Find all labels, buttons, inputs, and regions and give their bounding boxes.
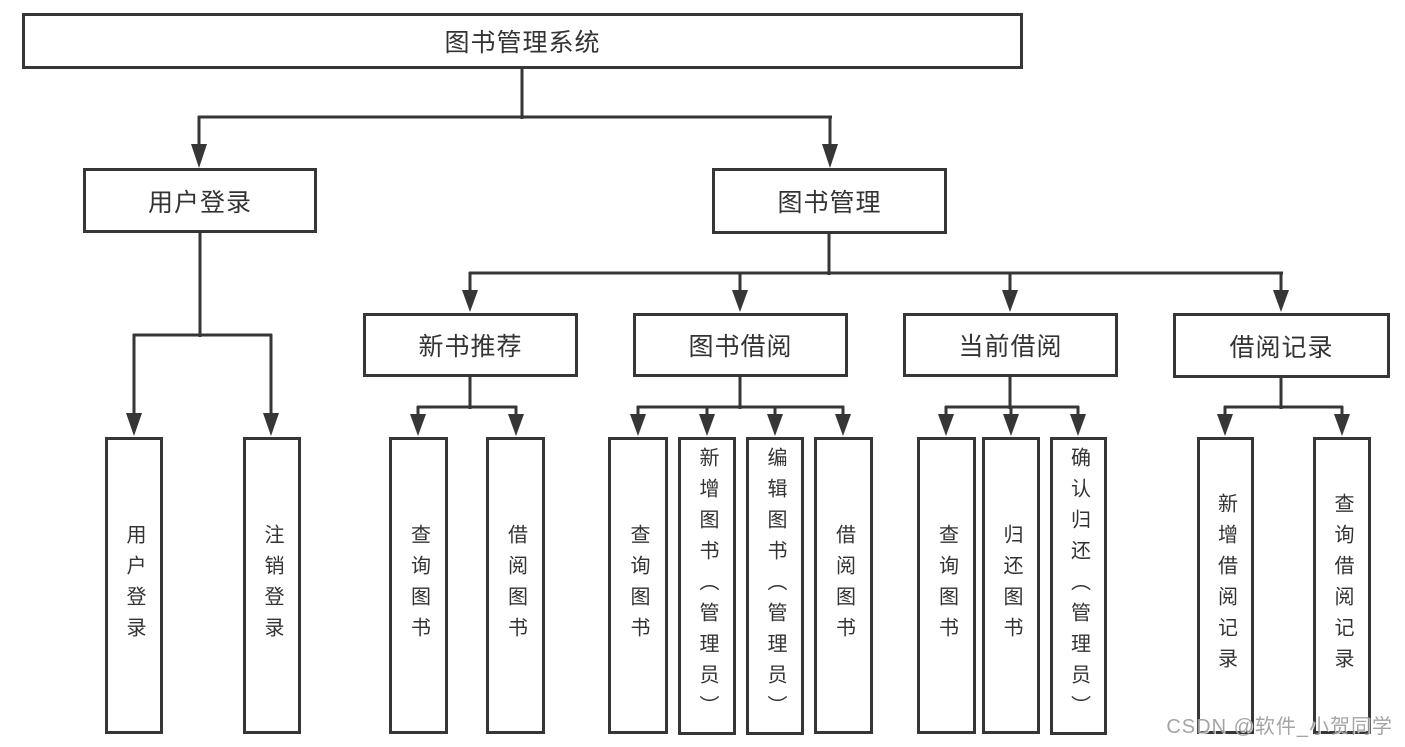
arrowhead xyxy=(263,413,279,436)
arrowhead xyxy=(822,144,838,168)
leaf-newrec-query-books: 查询图书 xyxy=(389,437,448,734)
branch-new-book-rec xyxy=(410,376,524,436)
leaf-records-query-record: 查询借阅记录 xyxy=(1313,437,1371,734)
arrowhead xyxy=(1002,290,1018,312)
node-library-system: 图书管理系统 xyxy=(22,13,1023,69)
leaf-borrowing-edit-books-admin: 编辑图书（管理员） xyxy=(746,437,804,735)
branch-current-borrow xyxy=(938,376,1086,436)
leaf-current-confirm-return-admin: 确认归还（管理员） xyxy=(1050,437,1107,735)
arrowhead xyxy=(1273,290,1289,312)
arrowhead xyxy=(462,290,478,312)
leaf-current-return-books: 归还图书 xyxy=(982,437,1040,734)
arrowhead xyxy=(1070,414,1086,436)
arrowhead xyxy=(938,414,954,436)
arrowhead xyxy=(191,144,207,168)
branch-book-borrow xyxy=(630,376,851,436)
arrowhead xyxy=(630,414,646,436)
branch-root xyxy=(191,68,838,168)
arrowhead xyxy=(699,414,715,436)
leaf-logout: 注销登录 xyxy=(243,437,301,734)
leaf-borrowing-query-books: 查询图书 xyxy=(608,437,668,734)
leaf-borrowing-add-books-admin: 新增图书（管理员） xyxy=(678,437,736,735)
branch-user-login xyxy=(126,232,279,436)
arrowhead xyxy=(835,414,851,436)
arrowhead xyxy=(1003,414,1019,436)
leaf-newrec-borrow-books: 借阅图书 xyxy=(486,437,545,734)
arrowhead xyxy=(410,414,426,436)
leaf-borrowing-borrow-books: 借阅图书 xyxy=(814,437,873,734)
arrowhead xyxy=(1217,414,1233,436)
arrowhead xyxy=(732,290,748,312)
branch-book-mgmt xyxy=(462,233,1289,312)
node-current-borrowing: 当前借阅 xyxy=(903,313,1118,377)
node-user-login: 用户登录 xyxy=(83,168,317,233)
csdn-watermark: CSDN @软件_小贺同学 xyxy=(1166,716,1393,738)
arrowhead xyxy=(767,414,783,436)
arrowhead xyxy=(126,413,142,436)
leaf-current-query-books: 查询图书 xyxy=(917,437,976,734)
arrowhead xyxy=(1334,414,1350,436)
leaf-records-add-record: 新增借阅记录 xyxy=(1197,437,1254,734)
node-new-book-recommend: 新书推荐 xyxy=(363,313,578,377)
node-book-management: 图书管理 xyxy=(712,168,947,234)
branch-borrow-record xyxy=(1217,377,1350,436)
node-book-borrowing: 图书借阅 xyxy=(633,313,848,377)
node-borrowing-records: 借阅记录 xyxy=(1173,313,1390,378)
leaf-user-login: 用户登录 xyxy=(105,437,163,734)
arrowhead xyxy=(508,414,524,436)
